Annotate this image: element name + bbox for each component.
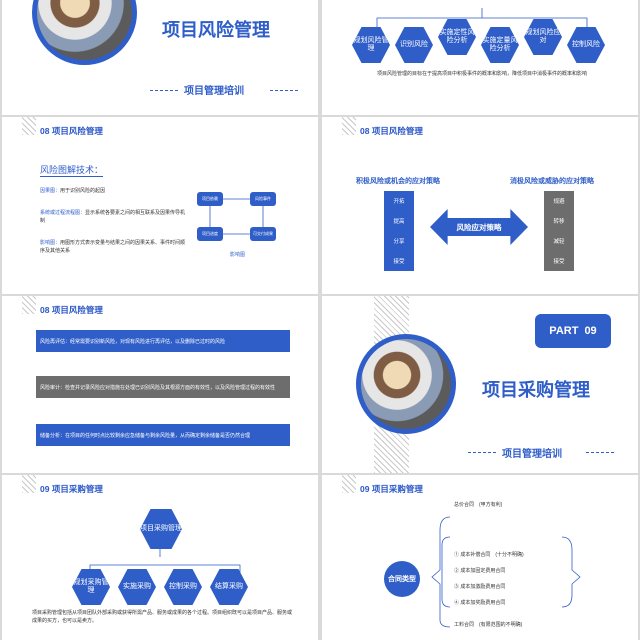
diagram-node: 风险事件 — [250, 192, 276, 206]
section-header: 08 项目风险管理 — [40, 305, 103, 315]
reserve-analysis-bar: 储备分析：在项目的任何时点比较剩余应急储备与剩余风险量，从而确定剩余储备是否仍然… — [36, 424, 290, 446]
hex-qualitative: 实施定性风险分析 — [438, 19, 476, 55]
risk-reassessment-bar: 风险再评估：经常需要识别新风险，对现有风险进行再评估，以及删除已过时的风险 — [36, 330, 290, 352]
negative-strategy-title: 消极风险或威胁的应对策略 — [510, 178, 594, 185]
contract-item: ① 成本补偿合同 (十分不明确) — [454, 552, 524, 558]
section-header: 09 项目采购管理 — [360, 484, 423, 494]
strategy-item: 接受 — [393, 259, 405, 265]
divider-left — [468, 452, 496, 453]
diagram-caption: 影响图 — [230, 252, 246, 258]
hex-plan-procurement: 规划采购管理 — [72, 569, 110, 605]
slide-risk-process[interactable]: 规划风险管理 识别风险 实施定性风险分析 实施定量风险分析 规划风险应对 控制风… — [322, 0, 638, 115]
slide-title: 项目风险管理 — [162, 20, 270, 40]
diagram-node: 可交付成果 — [250, 227, 276, 241]
slide-subtitle: 项目管理培训 — [184, 86, 244, 97]
slide-risk-control[interactable]: 08 项目风险管理 风险再评估：经常需要识别新风险，对现有风险进行再评估，以及删… — [2, 296, 318, 473]
technique-item: 因果图：用于识别风险的起因 — [40, 188, 106, 194]
strategy-item: 规避 — [553, 199, 565, 205]
strategy-item: 转移 — [553, 219, 565, 225]
strategy-item: 接受 — [553, 259, 565, 265]
team-photo — [32, 0, 137, 65]
technique-item: 影响图：用图形方式表示变量与结果之间的因果关系、事件时间顺序及其他关系 — [40, 240, 186, 254]
section-header: 09 项目采购管理 — [40, 484, 103, 494]
strategy-item: 减轻 — [553, 239, 565, 245]
divider-right — [586, 452, 614, 453]
positive-strategy-title: 积极风险或机会的应对策略 — [356, 178, 440, 185]
section-header: 08 项目风险管理 — [360, 126, 423, 136]
divider-left — [150, 90, 178, 91]
contract-item: ④ 成本加奖励费用合同 — [454, 600, 506, 606]
slide-procurement-title[interactable]: PART 09 项目采购管理 项目管理培训 — [322, 296, 638, 473]
strategy-item: 提高 — [393, 219, 405, 225]
strategy-item: 分享 — [393, 239, 405, 245]
hex-procurement-management: 项目采购管理 — [140, 509, 182, 549]
time-material-contract: 工料合同 (有限范围的不明确) — [454, 622, 523, 628]
slide-contract-types[interactable]: 09 项目采购管理 合同类型 总价合同 (甲方有利) ① 成本补偿合同 (十分不… — [322, 475, 638, 640]
section-header: 08 项目风险管理 — [40, 126, 103, 136]
process-caption: 项目风险管理的目标在于提高项目中积极事件的概率和影响，降低项目中消极事件的概率和… — [376, 71, 587, 77]
slide-risk-diagram[interactable]: 08 项目风险管理 风险图解技术： 因果图：用于识别风险的起因 系统或过程流程图… — [2, 117, 318, 294]
arrow-label: 风险应对策略 — [456, 222, 502, 232]
diagram-node: 项目依赖 — [197, 192, 223, 206]
slide-title: 项目采购管理 — [482, 380, 590, 400]
contract-item: ② 成本加固定费用合同 — [454, 568, 506, 574]
slide-project-risk-title[interactable]: 项目风险管理 项目管理培训 — [2, 0, 318, 115]
part-label: PART — [549, 325, 579, 337]
corner-pattern — [342, 117, 356, 135]
technique-item: 系统或过程流程图：显示系统各要素之间的相互联系及因果传导机制 — [40, 210, 186, 224]
fixed-price-contract: 总价合同 (甲方有利) — [454, 502, 503, 508]
diagram-node: 项目进度 — [197, 227, 223, 241]
contract-item: ③ 成本加激励费用合同 — [454, 584, 506, 590]
strategy-item: 开拓 — [393, 199, 405, 205]
negative-strategy-column: 规避 转移 减轻 接受 — [544, 191, 574, 271]
influence-diagram-links — [209, 198, 264, 235]
technique-title: 风险图解技术： — [40, 165, 104, 177]
process-connector — [376, 8, 588, 28]
procurement-caption: 项目采购管理包括从项目团队外部采购或获得所需产品、服务或成果的各个过程。项目组织… — [32, 610, 293, 624]
hex-identify-risk: 识别风险 — [395, 27, 433, 63]
corner-pattern — [342, 475, 356, 493]
part-number: 09 — [584, 325, 597, 337]
risk-audit-bar: 风险审计：检查并记录风险应对措施在处理已识别风险及其根源方面的有效性，以及风险管… — [36, 376, 290, 398]
slide-subtitle: 项目管理培训 — [502, 449, 562, 460]
hex-plan-risk: 规划风险管理 — [352, 27, 390, 63]
divider-right — [270, 90, 298, 91]
response-strategy-arrow: 风险应对策略 — [430, 209, 528, 245]
team-photo — [356, 334, 456, 434]
contract-brackets — [431, 516, 581, 628]
slide-procurement-process[interactable]: 09 项目采购管理 项目采购管理 规划采购管理 实施采购 控制采购 结算采购 项… — [2, 475, 318, 640]
corner-pattern — [22, 475, 36, 493]
slide-risk-response[interactable]: 08 项目风险管理 积极风险或机会的应对策略 开拓 提高 分享 接受 风险应对策… — [322, 117, 638, 294]
part-badge: PART 09 — [535, 314, 611, 348]
positive-strategy-column: 开拓 提高 分享 接受 — [384, 191, 414, 271]
corner-pattern — [22, 117, 36, 135]
contract-type-circle: 合同类型 — [384, 561, 420, 597]
corner-pattern — [22, 296, 36, 314]
